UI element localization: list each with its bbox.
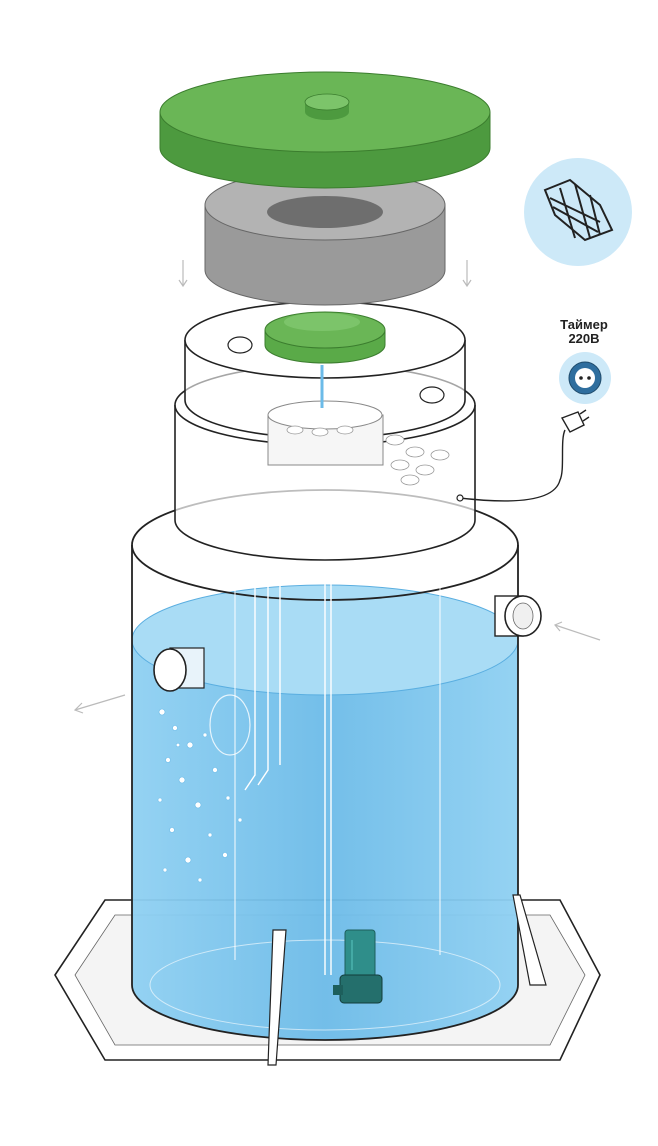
filter-mesh-icon <box>524 158 632 266</box>
inlet-pipe <box>494 595 542 637</box>
inner-lid <box>264 311 386 364</box>
submersible-pump <box>333 929 383 1004</box>
anchor-fin <box>512 894 547 986</box>
timer-socket-icon <box>559 352 611 404</box>
concrete-ring <box>178 169 472 306</box>
timer-label-line1: Таймер <box>560 317 608 332</box>
anchor-fin <box>267 929 287 1066</box>
timer-label: Таймер 220В <box>548 318 620 346</box>
main-tank <box>73 489 601 1066</box>
aeration-bubbles <box>157 708 243 883</box>
outflow-arrow <box>74 694 126 711</box>
timer-label-line2: 220В <box>568 331 600 346</box>
top-lid <box>159 71 491 189</box>
neck-module <box>174 301 476 561</box>
inflow-arrow <box>554 624 601 641</box>
outlet-pipe <box>153 647 205 692</box>
power-plug-icon <box>456 409 590 502</box>
